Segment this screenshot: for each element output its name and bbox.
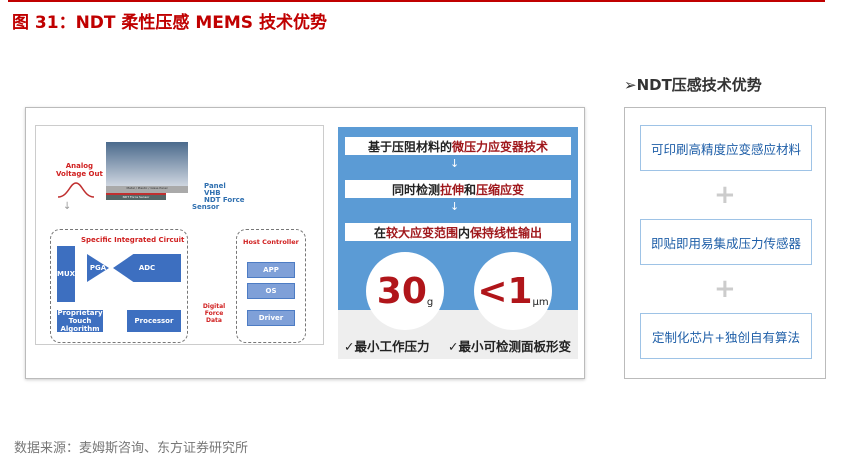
metric2-label: ✓最小可检测面板形变 [448, 339, 571, 354]
analog-label: Analog Voltage Out [56, 162, 103, 178]
digital-force-label: Digital Force Data [202, 303, 226, 324]
vhb-label: VHB [204, 189, 221, 197]
host-os: OS [247, 283, 295, 299]
pga-block: PGA [87, 254, 109, 282]
source-note: 数据来源：麦姆斯咨询、东方证券研究所 [14, 441, 249, 456]
down-arrow-icon: ↓ [450, 157, 460, 170]
advantage-item: 即贴即用易集成压力传感器 [640, 219, 812, 265]
ndt-force-label: NDT Force [204, 196, 245, 204]
host-controller-box: Host Controller APP OS Driver [236, 229, 306, 343]
down-arrow-icon: ↓ [450, 200, 460, 213]
advantage-item: 可印刷高精度应变感应材料 [640, 125, 812, 171]
tech-bar-3: 在较大应变范围内保持线性输出 [345, 223, 571, 241]
down-arrow-icon: ↓ [63, 201, 72, 212]
sic-box: Specific Integrated Circuit MUX PGA ADC … [50, 229, 188, 343]
host-title: Host Controller [243, 238, 299, 246]
plus-icon: + [714, 180, 736, 210]
system-diagram: Analog Voltage Out ↓ Metal / Plastic / G… [35, 125, 324, 345]
processor-block: Processor [127, 310, 181, 332]
vhb-layer [106, 193, 166, 195]
figure-title: 图 31：NDT 柔性压感 MEMS 技术优势 [12, 13, 327, 33]
sic-title: Specific Integrated Circuit [81, 236, 185, 244]
sensor-layer: NDT Force Sensor [106, 195, 166, 200]
top-rule [8, 0, 825, 2]
panel-layer: Metal / Plastic / Glass Panel [106, 186, 188, 193]
advantage-item: 定制化芯片+独创自有算法 [640, 313, 812, 359]
host-app: APP [247, 262, 295, 278]
sensor-label: Sensor [192, 203, 220, 211]
tech-bar-1: 基于压阻材料的微压力应变器技术 [345, 137, 571, 155]
host-driver: Driver [247, 310, 295, 326]
pulse-icon [57, 182, 95, 198]
finger-touch-image [106, 142, 188, 186]
mux-block: MUX [57, 246, 75, 302]
adc-block: ADC [113, 254, 181, 282]
panel-label: Panel [204, 182, 226, 190]
tech-bar-2: 同时检测拉伸和压缩应变 [345, 180, 571, 198]
advantages-title: ➢NDT压感技术优势 [624, 76, 762, 94]
plus-icon: + [714, 274, 736, 304]
algorithm-block: Proprietary Touch Algorithm [57, 309, 103, 333]
metric1-label: ✓最小工作压力 [344, 339, 430, 354]
